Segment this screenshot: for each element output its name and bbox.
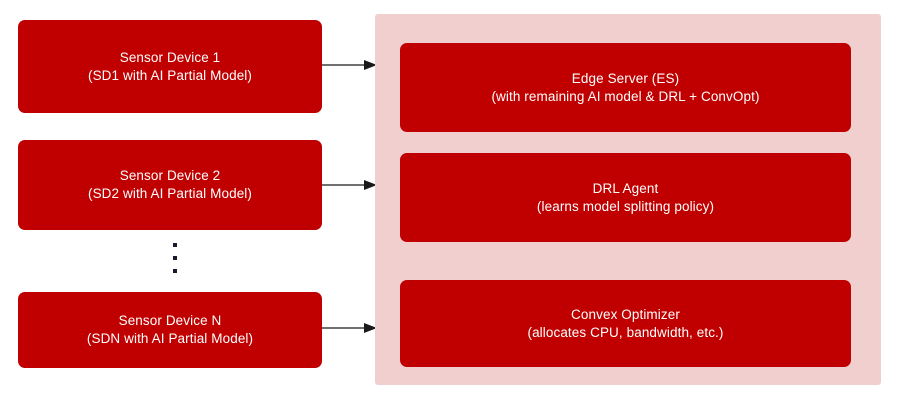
- convex-optimizer-title: Convex Optimizer: [571, 306, 680, 322]
- vertical-ellipsis-icon: [170, 243, 179, 273]
- drl-agent-title: DRL Agent: [592, 180, 659, 196]
- arrow-device1-to-edge: [322, 59, 378, 71]
- sensor-device-n-subtitle: (SDN with AI Partial Model): [86, 331, 254, 346]
- sensor-device-1-title: Sensor Device 1: [119, 49, 221, 65]
- sensor-device-1-subtitle: (SD1 with AI Partial Model): [87, 67, 252, 83]
- convex-optimizer-subtitle: (allocates CPU, bandwidth, etc.): [527, 324, 724, 340]
- sensor-device-n-box: Sensor Device N (SDN with AI Partial Mod…: [18, 292, 322, 368]
- sensor-device-n-title: Sensor Device N: [118, 313, 222, 329]
- edge-server-box: Edge Server (ES) (with remaining AI mode…: [400, 43, 851, 132]
- arrow-devicen-to-edge: [322, 322, 378, 334]
- sensor-device-2-title: Sensor Device 2: [119, 168, 221, 184]
- ellipsis-dot: [172, 256, 177, 260]
- ellipsis-dot: [172, 269, 177, 273]
- edge-server-title: Edge Server (ES): [571, 70, 680, 86]
- drl-agent-box: DRL Agent (learns model splitting policy…: [400, 153, 851, 242]
- convex-optimizer-box: Convex Optimizer (allocates CPU, bandwid…: [400, 280, 851, 367]
- drl-agent-subtitle: (learns model splitting policy): [536, 198, 715, 214]
- ellipsis-dot: [172, 243, 177, 247]
- sensor-device-1-box: Sensor Device 1 (SD1 with AI Partial Mod…: [18, 20, 322, 113]
- sensor-device-2-subtitle: (SD2 with AI Partial Model): [87, 186, 252, 201]
- arrow-device2-to-edge: [322, 179, 378, 191]
- edge-server-subtitle: (with remaining AI model & DRL + ConvOpt…: [491, 88, 760, 104]
- sensor-device-2-box: Sensor Device 2 (SD2 with AI Partial Mod…: [18, 140, 322, 230]
